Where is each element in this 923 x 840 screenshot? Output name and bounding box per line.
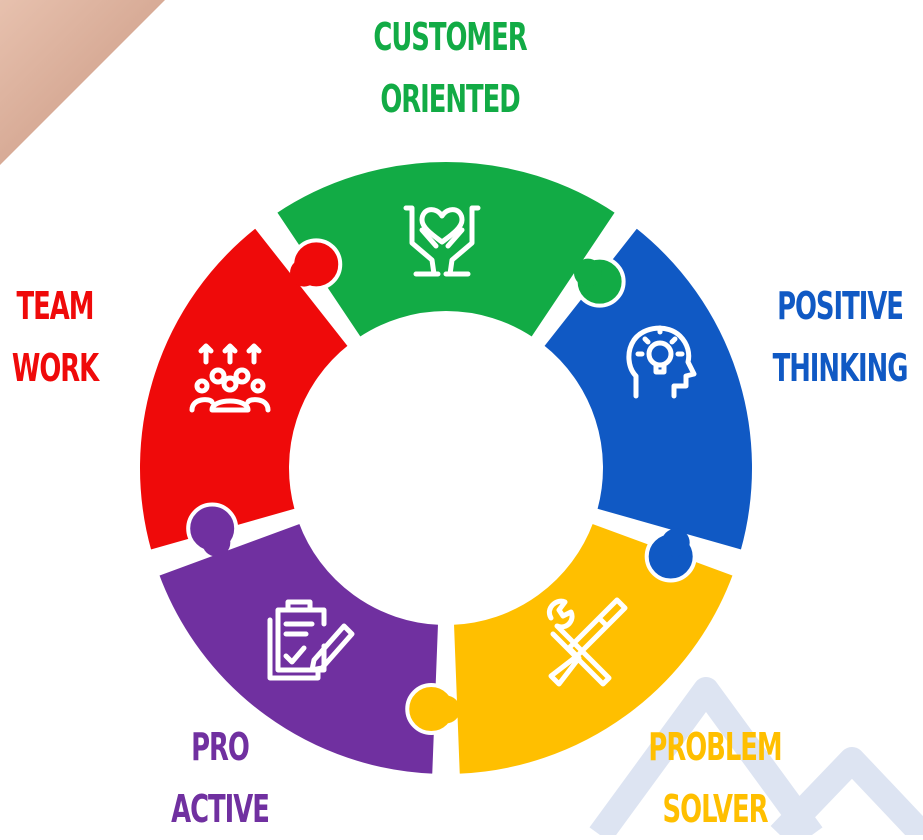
- watermark-triangles: [589, 677, 923, 835]
- team-people-icon: [189, 343, 271, 413]
- label-line: ORIENTED: [380, 77, 520, 121]
- label-positive-thinking: POSITIVE THINKING: [755, 275, 923, 399]
- label-pro-active: PRO ACTIVE: [135, 716, 305, 840]
- tab-neck-team: [290, 258, 319, 287]
- tab-neck-problem: [432, 695, 460, 724]
- wrench-screwdriver-icon: [547, 597, 628, 687]
- segment-customer: [271, 158, 621, 342]
- label-line: SOLVER: [662, 787, 769, 831]
- label-line: POSITIVE: [777, 284, 904, 328]
- puzzle-tabs: [186, 238, 697, 736]
- label-line: CUSTOMER: [373, 15, 527, 59]
- label-line: ACTIVE: [171, 787, 270, 831]
- document-pen-icon: [267, 599, 355, 681]
- label-line: PROBLEM: [648, 725, 782, 769]
- hands-heart-icon: [403, 205, 481, 277]
- tab-neck-pro: [202, 528, 231, 557]
- segment-positive: [539, 223, 756, 555]
- tab-neck-customer: [573, 258, 602, 287]
- label-customer-oriented: CUSTOMER ORIENTED: [348, 6, 552, 130]
- tab-neck-positive: [661, 528, 690, 557]
- segment-team: [136, 223, 353, 555]
- label-line: THINKING: [772, 346, 909, 390]
- label-line: WORK: [11, 346, 99, 390]
- head-lightbulb-icon: [626, 325, 697, 399]
- segment-pro: [154, 518, 443, 778]
- segment-problem: [449, 518, 738, 778]
- hand-photo-fragment: [0, 0, 165, 165]
- label-team-work: TEAM WORK: [0, 275, 140, 399]
- label-line: PRO: [191, 725, 250, 769]
- label-problem-solver: PROBLEM SOLVER: [630, 716, 800, 840]
- label-line: TEAM: [16, 284, 95, 328]
- puzzle-ring: [136, 158, 756, 778]
